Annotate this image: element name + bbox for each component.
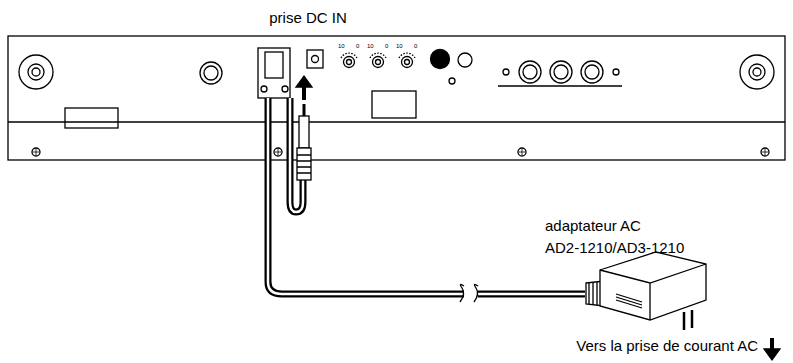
screw [32,148,769,156]
scale-number: 0 [414,43,417,50]
rear-panel [8,36,785,160]
scale-number: 10 [396,43,403,50]
phone-jack [200,62,222,84]
panel-edge [8,121,785,122]
part-label: prise DC IN [269,10,347,27]
jack-small [458,53,472,67]
foot [19,55,774,89]
label-plate [372,91,416,118]
scale-number: 10 [338,43,345,50]
note-label: Vers la prise de courant AC [576,338,758,355]
scale-number: 0 [356,43,359,50]
outlet-arrow [764,338,780,360]
cable [478,293,585,296]
model-number: AD2-1210/AD3-1210 [545,240,684,257]
black-knob [431,50,450,69]
part-label: adaptateur AC [545,218,641,235]
screw [449,78,455,84]
scale-number: 10 [367,43,374,50]
volume-knob [341,53,415,67]
cable-break [460,284,478,302]
din-socket [498,61,622,86]
dc-in-jack [307,50,323,68]
label-plate [65,108,118,128]
ac-adapter [586,252,706,330]
cable [478,291,585,298]
scale-number: 0 [385,43,388,50]
cable-hook [258,48,290,98]
cable [268,98,464,294]
insert-arrow [296,76,312,100]
cable [268,98,464,294]
dc-plug [297,104,311,180]
